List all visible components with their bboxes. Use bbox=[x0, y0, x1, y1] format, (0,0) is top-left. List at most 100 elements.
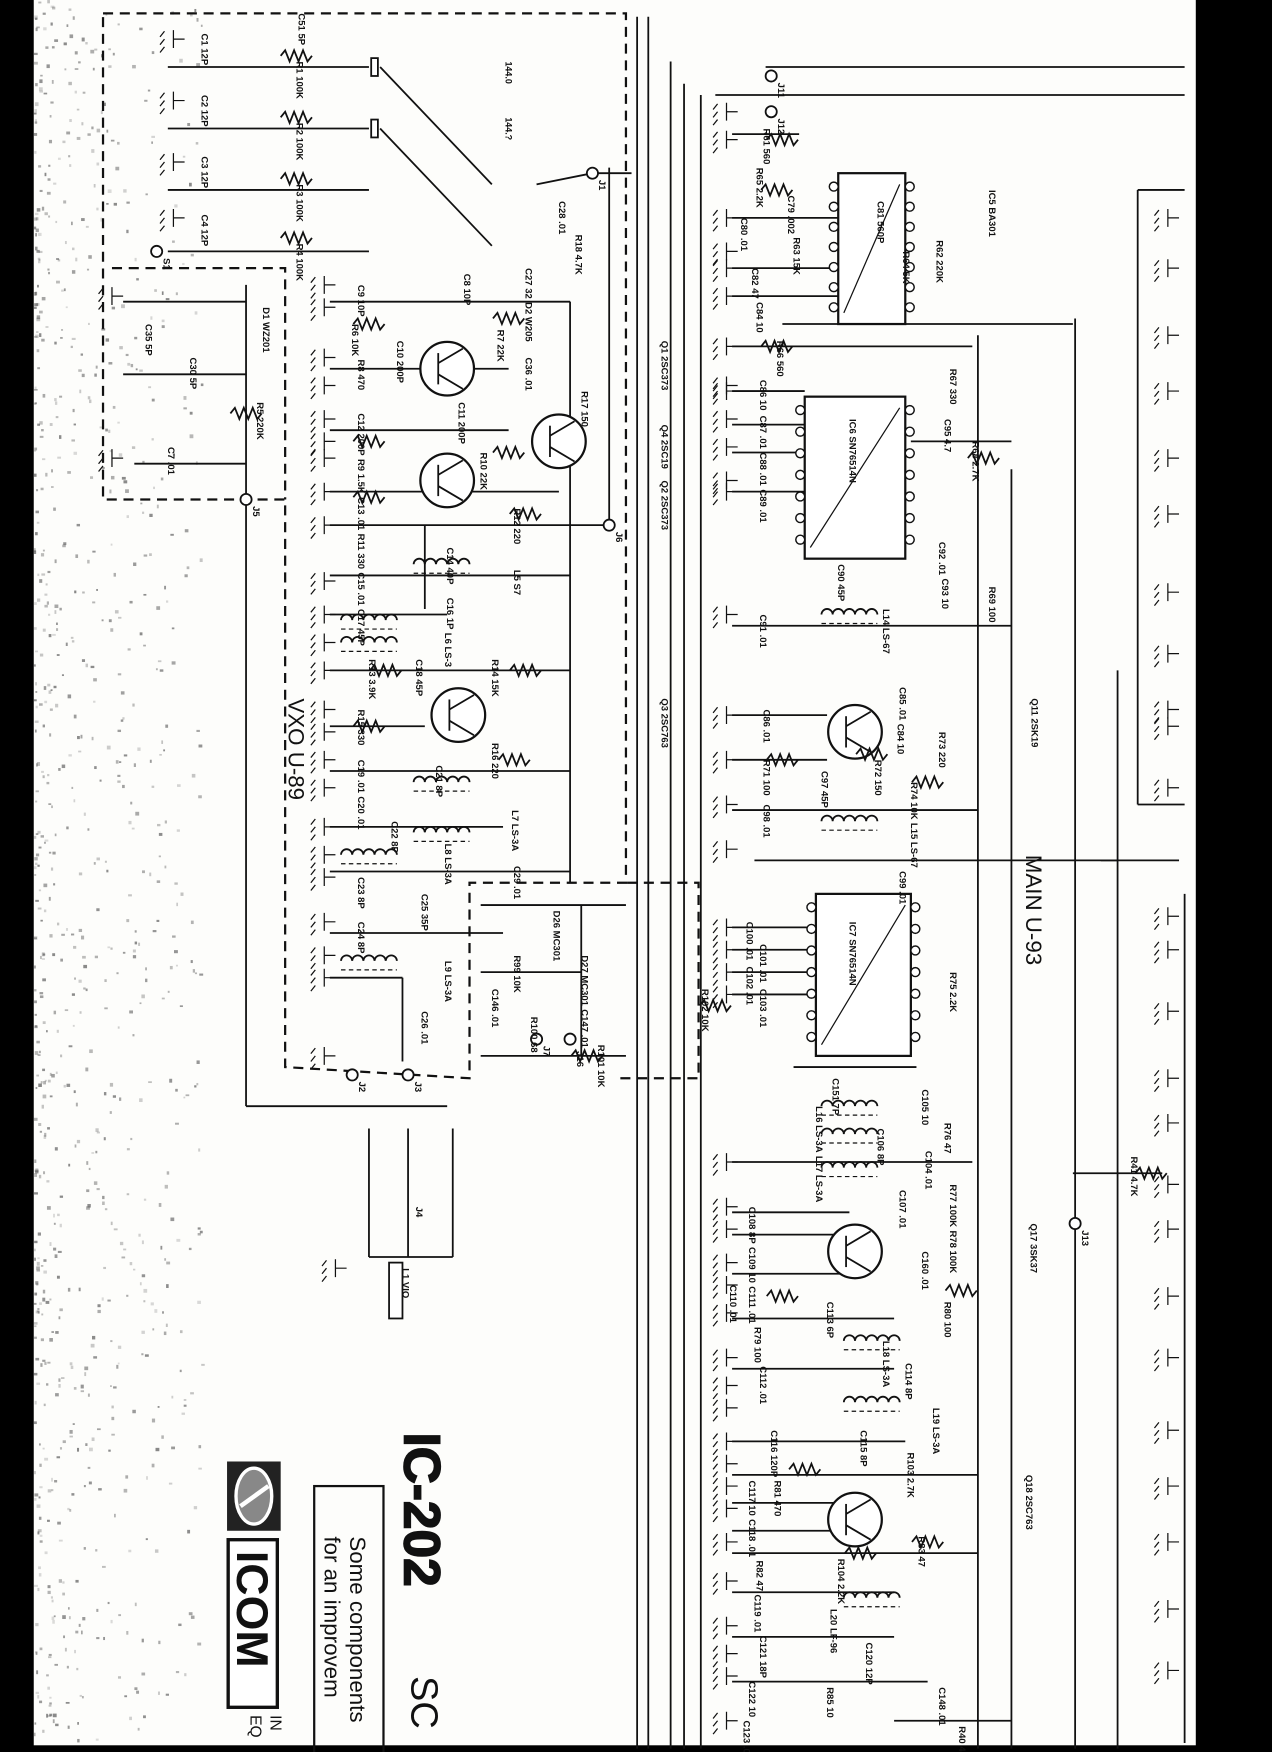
resistor-symbol bbox=[229, 405, 263, 422]
pin bbox=[828, 241, 839, 253]
component-label: C108 8P bbox=[746, 1207, 757, 1244]
component-label: R75 2.2K bbox=[947, 972, 958, 1012]
ground-icon bbox=[310, 845, 336, 869]
ground-icon bbox=[1153, 1175, 1180, 1199]
component-label: R7 22K bbox=[494, 330, 505, 362]
pin bbox=[904, 201, 915, 212]
jack-j13 bbox=[1068, 1217, 1082, 1230]
component-label: R69 100 bbox=[986, 587, 997, 623]
component-label: R40 47K bbox=[956, 1726, 967, 1752]
ground-icon bbox=[712, 242, 738, 266]
resistor-symbol bbox=[760, 181, 794, 198]
component-label: C115 8P bbox=[858, 1430, 869, 1466]
component-label: C84 10 bbox=[894, 724, 905, 755]
ground-icon bbox=[1153, 382, 1180, 405]
component-label: Q18 2SC763 bbox=[1023, 1475, 1034, 1530]
pin bbox=[904, 404, 915, 416]
ground-icon bbox=[1153, 259, 1180, 282]
ground-icon bbox=[712, 337, 738, 361]
ground-icon bbox=[712, 985, 738, 1009]
component-label: C10 200P bbox=[394, 341, 405, 383]
coil-symbol bbox=[820, 814, 879, 822]
component-label: R76 47 bbox=[941, 1123, 952, 1154]
coil-symbol bbox=[820, 608, 879, 615]
ground-icon bbox=[310, 605, 336, 629]
ground-icon bbox=[310, 778, 336, 802]
component-label: D1 WZ201 bbox=[260, 307, 271, 353]
ground-icon bbox=[1153, 778, 1180, 802]
jack-label: J11 bbox=[775, 83, 786, 99]
ground-icon bbox=[1153, 1287, 1180, 1310]
jack-label: J2 bbox=[356, 1082, 367, 1093]
component-label: C105 10 bbox=[919, 1089, 930, 1125]
component-label: C110 .01 bbox=[727, 1285, 738, 1324]
ground-symbols bbox=[98, 30, 1180, 1735]
coil-symbol bbox=[820, 1099, 879, 1107]
coil-symbol bbox=[340, 954, 398, 962]
ground-icon bbox=[712, 840, 738, 863]
resistor-symbol bbox=[911, 1533, 944, 1550]
ground-icon bbox=[1153, 505, 1180, 528]
ground-icon bbox=[1153, 1002, 1180, 1025]
ground-icon bbox=[712, 102, 738, 126]
title-suffix: SC bbox=[402, 1676, 444, 1729]
ground-icon bbox=[1153, 1348, 1180, 1372]
ground-icon bbox=[712, 750, 738, 774]
component-label: R41 4.7K bbox=[1128, 1156, 1139, 1196]
component-label: R63 15K bbox=[791, 237, 802, 275]
component-label: C11 200P bbox=[455, 402, 466, 444]
pin bbox=[904, 491, 915, 502]
component-label: C26 .01 bbox=[418, 1011, 429, 1045]
components bbox=[150, 47, 1168, 1608]
component-label: C36 .01 bbox=[522, 358, 533, 392]
coil-symbol bbox=[412, 557, 471, 565]
pin bbox=[904, 469, 915, 481]
ground-icon bbox=[310, 661, 336, 685]
ground-icon bbox=[1153, 449, 1180, 472]
component-label: R74 10K bbox=[908, 782, 919, 820]
component-label: Q2 2SC373 bbox=[659, 480, 670, 530]
component-label: C18 45P bbox=[413, 659, 424, 696]
component-label: C2 12P bbox=[198, 95, 209, 127]
ground-icon bbox=[712, 1197, 738, 1221]
pin bbox=[795, 448, 806, 459]
component-label: R81 470 bbox=[772, 1480, 783, 1516]
component-label: R6 10K bbox=[349, 324, 360, 356]
jack-j7 bbox=[530, 1032, 544, 1046]
pin bbox=[795, 469, 806, 481]
component-label: C95 4.7 bbox=[941, 419, 952, 452]
ground-icon bbox=[712, 287, 738, 310]
ground-icon bbox=[712, 1644, 738, 1668]
component-label: Q1 2SC373 bbox=[659, 341, 670, 391]
pin bbox=[806, 988, 817, 999]
jack-j11 bbox=[764, 69, 778, 83]
ground-icon bbox=[712, 605, 738, 629]
component-label: L7 LS-3A bbox=[509, 810, 520, 851]
ground-icon bbox=[1153, 1421, 1180, 1444]
component-label: R18 4.7K bbox=[573, 235, 584, 275]
component-label: C3 12P bbox=[198, 156, 209, 188]
component-label: C111 .01 bbox=[746, 1286, 757, 1324]
component-label: C116 120P bbox=[768, 1430, 779, 1477]
ground-icon bbox=[310, 275, 336, 299]
transistor-symbol bbox=[430, 687, 487, 744]
pin bbox=[910, 1031, 921, 1043]
component-label: R80 100 bbox=[941, 1302, 952, 1338]
component-label: C122 10 bbox=[746, 1681, 757, 1717]
ground-icon bbox=[712, 1253, 738, 1277]
jack-label: J13 bbox=[1079, 1230, 1090, 1246]
component-label: C28 .01 bbox=[556, 201, 567, 235]
component-label: C4 12P bbox=[198, 215, 209, 247]
component-label: R103 2.7K bbox=[905, 1453, 916, 1498]
component-label: R77 100K bbox=[947, 1184, 958, 1227]
ground-icon bbox=[321, 1259, 347, 1282]
component-label: R72 150 bbox=[872, 760, 883, 796]
ground-icon bbox=[712, 1572, 738, 1595]
pin bbox=[904, 512, 915, 524]
jack-j6 bbox=[602, 518, 616, 532]
component-label: C82 47 bbox=[749, 268, 760, 299]
note-line-2: for an improvem bbox=[319, 1536, 344, 1697]
component-label: C117 10 bbox=[746, 1480, 757, 1515]
pin bbox=[904, 302, 915, 313]
resistor-symbol bbox=[279, 47, 313, 64]
